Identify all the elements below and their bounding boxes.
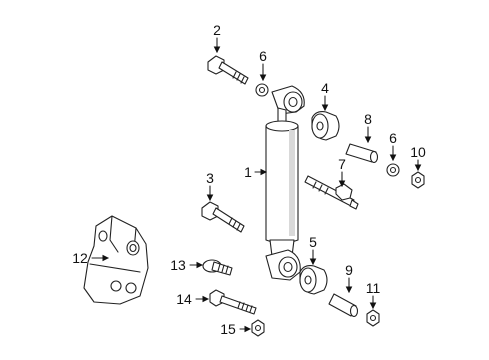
callout-12: 12 bbox=[72, 250, 88, 266]
nut-11 bbox=[366, 309, 380, 327]
callout-4: 4 bbox=[321, 80, 329, 96]
callout-10: 10 bbox=[410, 144, 426, 160]
callout-1: 1 bbox=[244, 164, 252, 180]
bolt-14 bbox=[209, 289, 257, 315]
bolt-3 bbox=[201, 201, 245, 233]
callout-14: 14 bbox=[176, 291, 192, 307]
sleeve-9 bbox=[328, 293, 359, 318]
nut-6-right bbox=[386, 163, 400, 177]
sleeve-8 bbox=[345, 143, 379, 164]
callout-11: 11 bbox=[366, 280, 381, 296]
callout-13: 13 bbox=[170, 257, 186, 273]
callout-9: 9 bbox=[345, 262, 353, 278]
callout-labels: 2 6 4 8 6 10 7 1 3 5 9 11 12 13 14 15 bbox=[72, 22, 426, 337]
shock-absorber bbox=[265, 85, 305, 281]
callout-7: 7 bbox=[338, 156, 346, 172]
callout-3: 3 bbox=[206, 170, 214, 186]
callout-2: 2 bbox=[213, 22, 221, 38]
bolt-2 bbox=[207, 55, 249, 85]
bushing-5 bbox=[299, 265, 328, 295]
callout-5: 5 bbox=[309, 234, 317, 250]
bolt-13 bbox=[202, 259, 233, 276]
bracket-12 bbox=[83, 215, 149, 305]
callout-15: 15 bbox=[220, 321, 236, 337]
leader-lines bbox=[91, 37, 422, 333]
nut-6-upper bbox=[255, 83, 269, 97]
callout-6-right: 6 bbox=[389, 130, 397, 146]
callout-6-upper: 6 bbox=[259, 48, 267, 64]
bushing-4 bbox=[311, 111, 340, 141]
callout-8: 8 bbox=[364, 111, 372, 127]
nut-10 bbox=[411, 171, 425, 189]
stud-7 bbox=[304, 175, 359, 210]
nut-15 bbox=[251, 319, 265, 337]
